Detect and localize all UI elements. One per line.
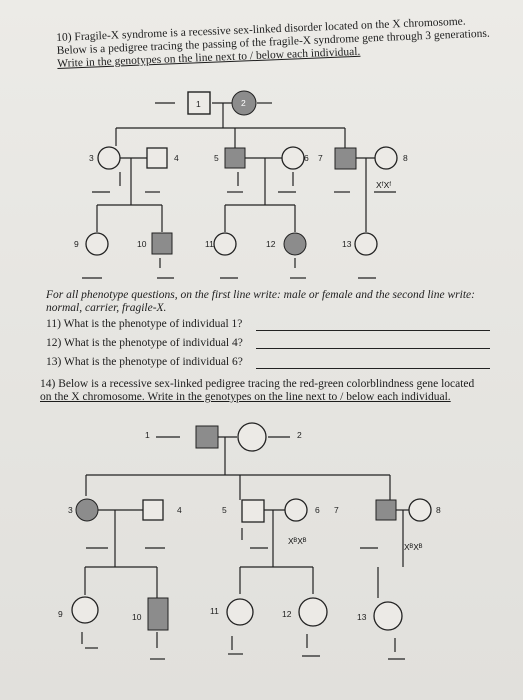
individual-8-female (408, 498, 432, 522)
individual-1-male-affected (195, 425, 219, 449)
individual-5-male (241, 499, 265, 523)
individual-6-female (284, 498, 308, 522)
individual-3-female (97, 146, 121, 170)
individual-5-male-affected (224, 147, 246, 169)
individual-1-male (187, 91, 211, 115)
label-4: 4 (174, 153, 179, 163)
label-12: 12 (282, 609, 292, 619)
question-14-text: 14) Below is a recessive sex-linked pedi… (40, 378, 474, 404)
label-7: 7 (318, 153, 323, 163)
answer-blank-11[interactable] (256, 330, 490, 331)
pedigree-1 (82, 102, 396, 279)
individual-4-male (142, 499, 164, 521)
answer-blank-13[interactable] (256, 368, 490, 369)
individual-9-female (71, 596, 99, 624)
label-1: 1 (145, 430, 150, 440)
label-2: 2 (297, 430, 302, 440)
label-13: 13 (342, 239, 352, 249)
individual-8-female (374, 146, 398, 170)
phenotype-instructions-line-1: For all phenotype questions, on the firs… (46, 289, 475, 301)
label-3: 3 (89, 153, 94, 163)
label-1: 1 (196, 99, 201, 109)
label-4: 4 (177, 505, 182, 515)
individual-10-male-affected (147, 597, 169, 631)
individual-2-female-affected (231, 90, 257, 116)
individual-11-female (226, 598, 254, 626)
individual-9-female (85, 232, 109, 256)
individual-7-male-affected (375, 499, 397, 521)
phenotype-instructions: For all phenotype questions, on the firs… (46, 289, 475, 315)
label-13: 13 (357, 612, 367, 622)
label-7: 7 (334, 505, 339, 515)
individual-10-male-affected (151, 232, 173, 255)
genotype-8: XᴮXᴮ (404, 542, 423, 552)
label-9: 9 (58, 609, 63, 619)
label-10: 10 (137, 239, 147, 249)
pedigree-1-symbols (85, 90, 398, 256)
label-6: 6 (304, 153, 309, 163)
label-12: 12 (266, 239, 276, 249)
label-5: 5 (222, 505, 227, 515)
label-8: 8 (403, 153, 408, 163)
pedigree-2-symbols (71, 422, 432, 631)
label-5: 5 (214, 153, 219, 163)
individual-11-female (213, 232, 237, 256)
question-14-line-1: 14) Below is a recessive sex-linked pedi… (40, 378, 475, 390)
individual-12-female (298, 597, 328, 627)
individual-12-female-affected (283, 232, 307, 256)
label-8: 8 (436, 505, 441, 515)
individual-13-female (354, 232, 378, 256)
label-10: 10 (132, 612, 142, 622)
label-11: 11 (205, 239, 214, 249)
genotype-8: XᶠXᶠ (376, 180, 391, 190)
question-11: 11) What is the phenotype of individual … (46, 318, 243, 330)
answer-blank-12[interactable] (256, 348, 490, 349)
pedigree-2-labels: 1 2 3 4 5 6 7 8 9 10 11 12 13 XᴮXᴮ XᴮXᴮ (58, 430, 441, 622)
individual-7-male-affected (334, 147, 357, 170)
phenotype-instructions-line-2: normal, carrier, fragile-X. (46, 302, 167, 314)
label-11: 11 (210, 606, 219, 616)
pedigree-1-labels: 1 2 3 4 5 6 7 8 9 10 11 12 13 XᶠXᶠ (74, 98, 408, 249)
pedigree-2 (81, 436, 410, 660)
individual-13-female (373, 601, 403, 631)
question-13: 13) What is the phenotype of individual … (46, 356, 243, 368)
label-6: 6 (315, 505, 320, 515)
question-12: 12) What is the phenotype of individual … (46, 337, 243, 349)
label-9: 9 (74, 239, 79, 249)
individual-3-female-affected (75, 498, 99, 522)
individual-6-female (281, 146, 305, 170)
individual-4-male (146, 147, 168, 169)
genotype-6: XᴮXᴮ (288, 536, 307, 546)
question-14-line-2: on the X chromosome. Write in the genoty… (40, 391, 451, 403)
label-3: 3 (68, 505, 73, 515)
individual-2-female (237, 422, 267, 452)
label-2: 2 (241, 98, 246, 108)
